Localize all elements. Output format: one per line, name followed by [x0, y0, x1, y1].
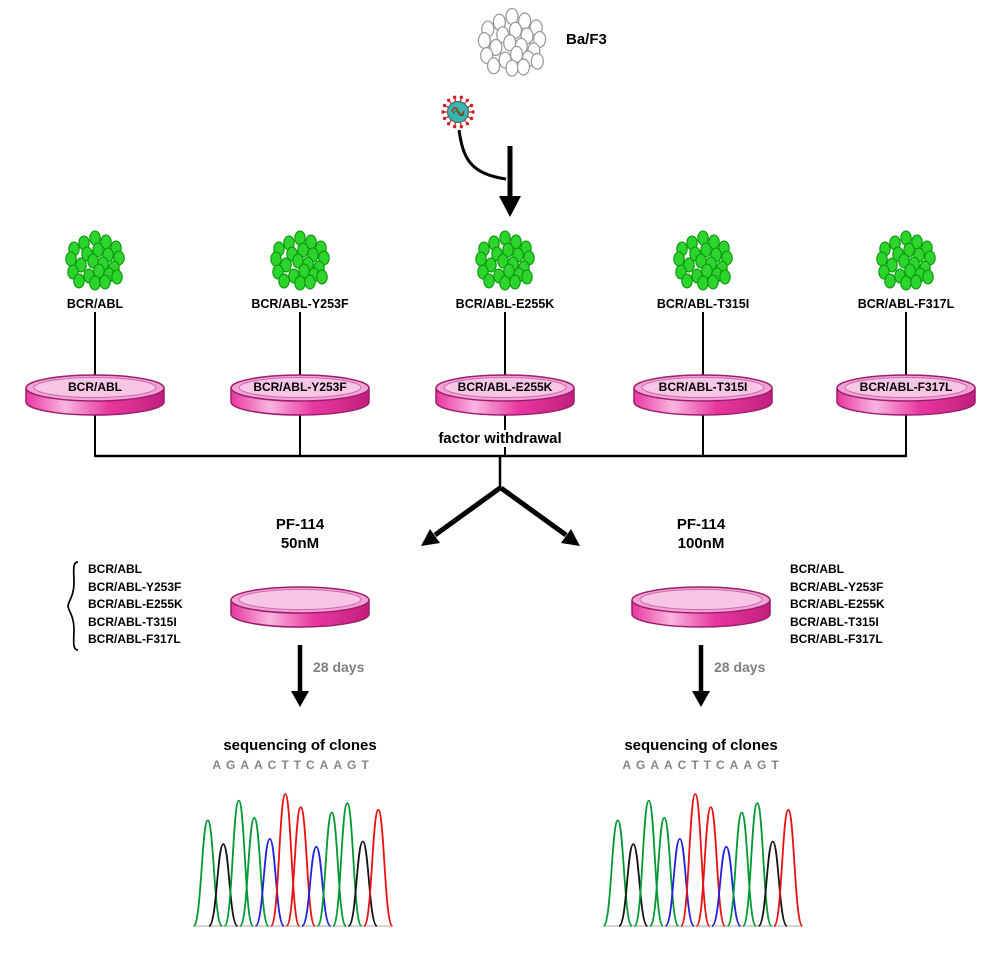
dish-label: BCR/ABL	[68, 380, 122, 394]
dose-label: 100nM	[677, 535, 725, 552]
petri-dish	[225, 360, 375, 420]
cell-line-label: Ba/F3	[566, 31, 607, 48]
variant-label: BCR/ABL-F317L	[857, 297, 955, 311]
clone-list-item: BCR/ABL-F317L	[88, 632, 181, 646]
sequence-label: AGAACTTCAAGT	[212, 758, 374, 772]
duration-label: 28 days	[714, 659, 766, 675]
clone-list-item: BCR/ABL	[88, 562, 142, 576]
petri-dish	[628, 360, 778, 420]
curly-brace-icon	[67, 561, 79, 651]
factor-withdrawal-label: factor withdrawal	[405, 430, 595, 447]
petri-dish	[831, 360, 981, 420]
transduced-cell-cluster	[673, 230, 733, 291]
retrovirus-icon	[441, 95, 475, 129]
chromatogram: AGAACTTCAAGT	[600, 758, 806, 934]
clone-list-item: BCR/ABL	[790, 562, 844, 576]
clone-list-item: BCR/ABL-E255K	[790, 597, 885, 611]
chromatogram-trace	[602, 793, 804, 927]
dose-label: 50nM	[280, 535, 320, 552]
dish-label: BCR/ABL-E255K	[457, 380, 553, 394]
dish-label: BCR/ABL-T315I	[658, 380, 748, 394]
chromatogram: AGAACTTCAAGT	[190, 758, 396, 934]
clone-list-item: BCR/ABL-T315I	[88, 614, 177, 629]
variant-label: BCR/ABL	[66, 297, 124, 311]
sequencing-label: sequencing of clones	[223, 737, 377, 754]
petri-dish	[430, 360, 580, 420]
dish-label: BCR/ABL-F317L	[859, 380, 953, 394]
variant-label: BCR/ABL-T315I	[656, 297, 750, 311]
dish-label: BCR/ABL-Y253F	[253, 380, 347, 394]
drug-name-label: PF-114	[275, 516, 325, 533]
clone-list-item: BCR/ABL-F317L	[790, 632, 883, 646]
clone-list-item: BCR/ABL-Y253F	[790, 579, 884, 594]
duration-label: 28 days	[313, 659, 365, 675]
transduced-cell-cluster	[475, 230, 535, 291]
treatment-dish	[225, 572, 375, 632]
petri-dish	[20, 360, 170, 420]
treatment-dish	[626, 572, 776, 632]
transduced-cell-cluster	[876, 230, 936, 291]
sequencing-label: sequencing of clones	[624, 737, 778, 754]
variant-label: BCR/ABL-E255K	[455, 297, 555, 311]
chromatogram-trace	[192, 793, 394, 927]
variant-label: BCR/ABL-Y253F	[251, 297, 349, 311]
transduced-cell-cluster	[270, 230, 330, 291]
clone-list: BCR/ABL BCR/ABL-Y253F BCR/ABL-E255K BCR/…	[88, 561, 183, 649]
transduced-cell-cluster	[65, 230, 125, 291]
clone-list-item: BCR/ABL-E255K	[88, 597, 183, 611]
drug-name-label: PF-114	[676, 516, 726, 533]
sequence-label: AGAACTTCAAGT	[622, 758, 784, 772]
baf3-cell-cluster	[477, 7, 547, 77]
clone-list-item: BCR/ABL-Y253F	[88, 579, 182, 594]
clone-list-item: BCR/ABL-T315I	[790, 614, 879, 629]
clone-list: BCR/ABL BCR/ABL-Y253F BCR/ABL-E255K BCR/…	[790, 561, 885, 649]
